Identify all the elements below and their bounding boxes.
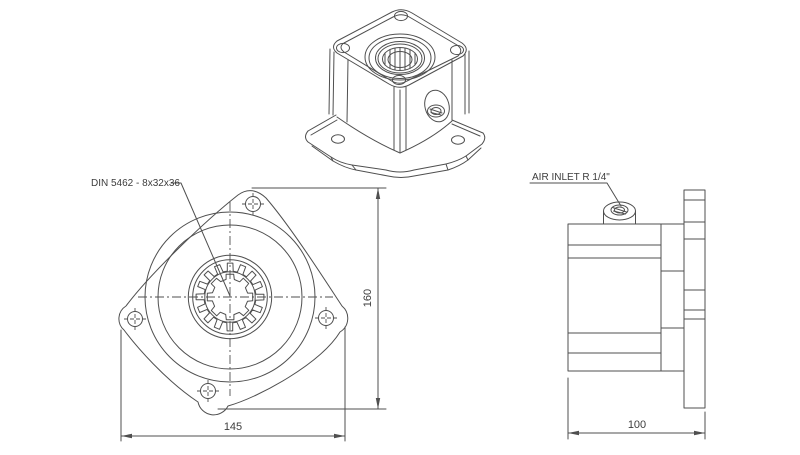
spline-bore-profile <box>206 273 254 321</box>
flange-front-edge <box>336 116 453 154</box>
leader-line <box>170 182 231 297</box>
thread-hatch <box>429 108 443 116</box>
arrowhead <box>121 433 132 439</box>
port-thread-outer <box>427 104 445 118</box>
bearing-race <box>377 43 423 74</box>
dim-width-145: 145 <box>120 326 346 442</box>
spline-spec-callout: DIN 5462 - 8x32x36 <box>91 178 231 297</box>
arrowhead <box>568 430 579 436</box>
recess-outer <box>364 33 436 81</box>
spline-gear-ring <box>195 262 265 332</box>
bolt-hole <box>242 193 264 215</box>
flange-outer-silhouette <box>305 130 486 173</box>
port-thread-inner <box>430 107 442 115</box>
flange-bolt-hole <box>451 135 465 145</box>
body-outline <box>567 223 685 372</box>
bolt-hole <box>315 307 337 329</box>
arrowhead <box>375 398 381 409</box>
bottom-flange <box>305 114 486 178</box>
dim-100-label: 100 <box>628 419 646 431</box>
boss-top <box>603 201 636 221</box>
isometric-view <box>305 9 486 178</box>
central-bore <box>364 33 436 81</box>
top-face-outline <box>333 9 467 88</box>
corner-bolt-hole <box>450 44 464 56</box>
dim-height-160: 160 <box>217 187 387 410</box>
top-face-chamfer <box>340 14 462 84</box>
recess-inner <box>368 37 432 79</box>
body-sides <box>328 48 470 153</box>
arrowhead <box>694 430 705 436</box>
bearing-rollers <box>384 47 416 71</box>
side-port-boss <box>424 89 450 123</box>
thread-hatch <box>612 207 627 215</box>
bolt-hole <box>197 380 219 402</box>
dim-depth-100: 100 <box>567 377 706 440</box>
corner-bolt-hole <box>336 42 350 54</box>
air-inlet-label: AIR INLET R 1/4" <box>532 172 610 183</box>
dimensions-and-labels: 160 145 100 DIN 5462 - 8x32x36 AIR INLET… <box>91 172 706 442</box>
left-edge <box>328 48 331 115</box>
bolt-hole <box>124 308 146 330</box>
flange-wing-top <box>307 114 338 136</box>
flange-plate <box>683 189 706 409</box>
arrowhead <box>334 433 345 439</box>
air-inlet-callout: AIR INLET R 1/4" <box>529 172 622 207</box>
bearing-outer <box>375 41 425 75</box>
flange-lower-band <box>311 145 482 178</box>
flange-step-ticks <box>330 155 469 171</box>
inlet-thread-outer <box>610 204 629 216</box>
flange-bolt-hole <box>331 134 345 144</box>
arrowhead <box>375 188 381 199</box>
flange-outline <box>118 190 349 416</box>
dim-145-label: 145 <box>224 421 242 433</box>
leader-line <box>529 182 622 207</box>
face-line <box>346 59 349 123</box>
corner-bolt-hole <box>394 10 408 22</box>
air-inlet-boss <box>603 201 636 225</box>
side-view <box>567 189 706 409</box>
dim-160-label: 160 <box>362 289 374 307</box>
boss-outline <box>424 89 450 123</box>
front-view <box>118 190 349 416</box>
flange-wing-top <box>451 119 484 137</box>
left-edge-chamfer <box>332 51 335 116</box>
spline-spec-label: DIN 5462 - 8x32x36 <box>91 178 180 189</box>
